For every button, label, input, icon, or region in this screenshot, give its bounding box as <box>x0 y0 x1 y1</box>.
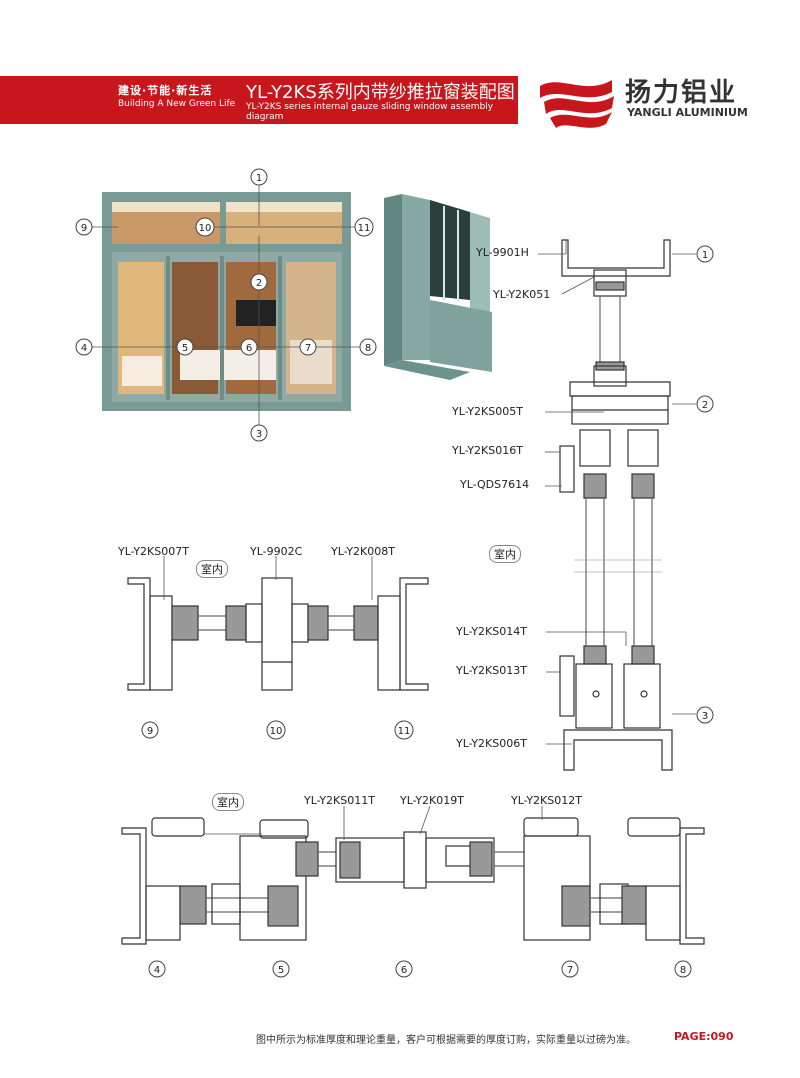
marker-label: 2 <box>256 278 262 289</box>
marker-label: 3 <box>256 429 262 440</box>
marker-1 <box>250 168 268 186</box>
marker-8 <box>359 338 377 356</box>
part-label: YL-Y2KS007T <box>118 545 189 558</box>
marker-label: 5 <box>182 343 188 354</box>
vertical-section <box>559 239 673 771</box>
marker-11 <box>354 217 374 237</box>
marker-label: 1 <box>256 173 262 184</box>
marker-3 <box>250 424 268 442</box>
marker-2 <box>250 273 268 291</box>
marker-label: 3 <box>702 711 708 722</box>
vsec-marker-3 <box>696 706 714 724</box>
part-label: YL-9901H <box>476 246 529 259</box>
marker-label: 5 <box>278 965 284 976</box>
marker-6 <box>240 338 258 356</box>
part-label: YL-Y2KS013T <box>456 664 527 677</box>
part-label: YL-Y2KS011T <box>304 794 375 807</box>
marker-label: 10 <box>270 726 283 737</box>
marker-4 <box>75 338 93 356</box>
page-title: YL-Y2KS系列内带纱推拉窗装配图 <box>246 82 515 103</box>
hsec-marker-7 <box>561 960 579 978</box>
part-label: YL-Y2KS006T <box>456 737 527 750</box>
part-label: YL-Y2KS012T <box>511 794 582 807</box>
brand-name-cn: 扬力铝业 <box>625 78 738 108</box>
marker-label: 11 <box>398 726 411 737</box>
marker-9 <box>75 218 93 236</box>
part-label: YL-9902C <box>250 545 303 558</box>
part-label: YL-Y2KS016T <box>452 444 523 457</box>
page-number: PAGE:090 <box>674 1030 734 1043</box>
vsec-marker-1 <box>696 245 714 263</box>
marker-label: 7 <box>305 343 311 354</box>
marker-label: 8 <box>365 343 371 354</box>
slogan-en: Building A New Green Life <box>118 99 236 109</box>
indoor-label: 室内 <box>489 545 521 563</box>
indoor-label: 室内 <box>212 793 244 811</box>
msec-marker-9 <box>141 721 159 739</box>
marker-label: 1 <box>702 250 708 261</box>
marker-5 <box>176 338 194 356</box>
msec-marker-11 <box>394 720 414 740</box>
marker-label: 4 <box>81 343 87 354</box>
brand-logo-icon <box>540 80 614 128</box>
mullion-section <box>127 577 429 691</box>
header-banner: 建设·节能·新生活 Building A New Green Life YL-Y… <box>0 76 518 124</box>
part-label: YL-QDS7614 <box>460 478 530 491</box>
footnote: 图中所示为标准厚度和理论重量，客户可根据需要的厚度订购，实际重量以过磅为准。 <box>256 1035 636 1046</box>
marker-label: 11 <box>358 223 371 234</box>
slogan-cn: 建设·节能·新生活 <box>118 84 213 97</box>
window-markers <box>75 168 377 442</box>
hsec-marker-6 <box>395 960 413 978</box>
hsec-marker-5 <box>272 960 290 978</box>
marker-label: 6 <box>401 965 407 976</box>
profile-3d-render <box>384 194 492 380</box>
marker-label: 7 <box>567 965 573 976</box>
msec-marker-10 <box>266 720 286 740</box>
marker-label: 8 <box>680 965 686 976</box>
horizontal-section <box>121 817 705 945</box>
vsec-marker-2 <box>696 395 714 413</box>
marker-label: 9 <box>147 726 153 737</box>
part-label: YL-Y2K008T <box>331 545 395 558</box>
part-label: YL-Y2KS005T <box>452 405 523 418</box>
window-illustration <box>102 192 351 411</box>
part-label: YL-Y2KS014T <box>456 625 527 638</box>
hsec-marker-4 <box>148 960 166 978</box>
part-label: YL-Y2K019T <box>400 794 464 807</box>
marker-label: 6 <box>246 343 252 354</box>
page-subtitle: YL-Y2KS series internal gauze sliding wi… <box>246 102 494 122</box>
marker-10 <box>195 217 215 237</box>
marker-label: 9 <box>81 223 87 234</box>
part-label: YL-Y2K051 <box>493 288 551 301</box>
marker-7 <box>299 338 317 356</box>
hsec-marker-8 <box>674 960 692 978</box>
indoor-label: 室内 <box>196 560 228 578</box>
marker-label: 4 <box>154 965 160 976</box>
marker-label: 10 <box>199 223 212 234</box>
marker-label: 2 <box>702 400 708 411</box>
brand-name-en: YANGLI ALUMINIUM <box>627 106 748 119</box>
